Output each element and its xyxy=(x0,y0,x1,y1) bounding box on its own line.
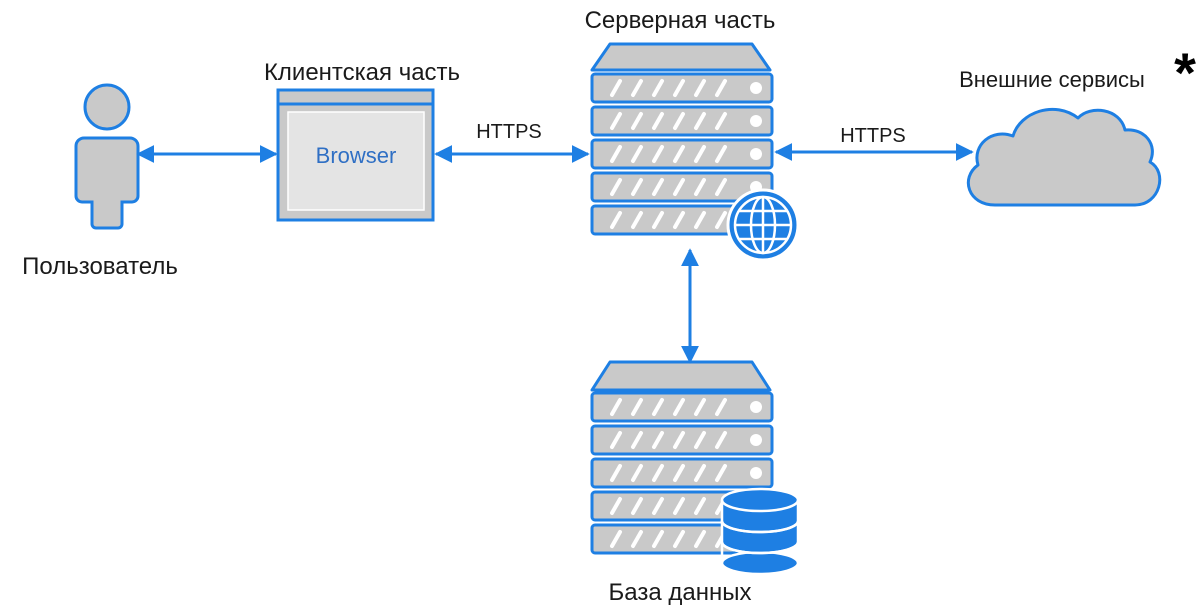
server-rack-unit xyxy=(590,138,774,170)
connector-client-server: HTTPS xyxy=(434,121,590,163)
database-rack-unit xyxy=(590,457,774,489)
client-title: Клиентская часть xyxy=(264,59,460,86)
external-title: Внешние сервисы xyxy=(959,67,1145,92)
user-node: Пользователь xyxy=(22,83,178,280)
server-rack-unit xyxy=(590,171,774,203)
server-title: Серверная часть xyxy=(585,7,776,34)
database-icon xyxy=(720,487,800,576)
browser-label: Browser xyxy=(316,143,397,168)
globe-icon xyxy=(726,188,800,262)
cloud-icon xyxy=(966,107,1162,207)
connector-label-server-external: HTTPS xyxy=(840,125,906,147)
database-rack-unit xyxy=(590,424,774,456)
database-title: База данных xyxy=(609,579,752,606)
user-icon xyxy=(74,83,140,230)
database-rack-unit xyxy=(590,391,774,423)
connector-label-client-server: HTTPS xyxy=(476,121,542,143)
server-node: Серверная часть xyxy=(585,7,800,262)
database-node: База данных xyxy=(590,360,800,606)
user-label: Пользователь xyxy=(22,253,178,280)
server-rack-icon xyxy=(590,42,774,236)
connector-server-external: HTTPS xyxy=(774,125,974,161)
browser-window-icon xyxy=(276,88,435,222)
server-rack-unit xyxy=(590,72,774,104)
footnote-mark: * xyxy=(1174,41,1196,104)
client-node: Клиентская часть Browser xyxy=(264,59,460,222)
external-node: Внешние сервисы * xyxy=(959,41,1196,207)
server-rack-unit xyxy=(590,105,774,137)
